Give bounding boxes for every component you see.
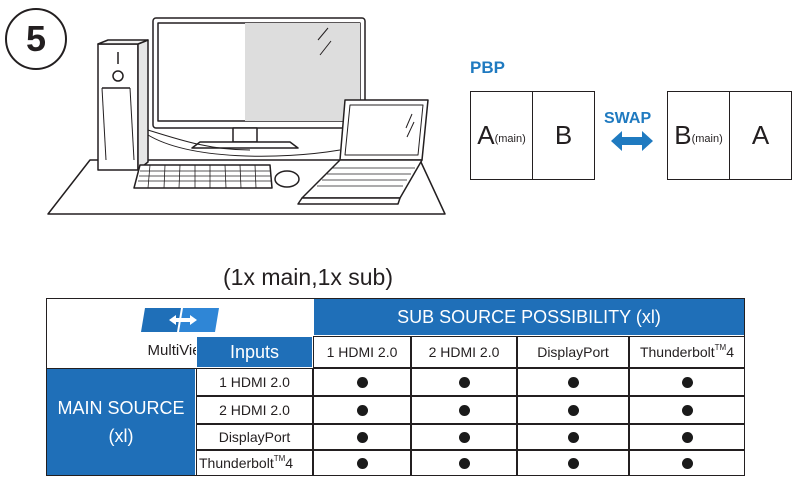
pbp-after-left-label: B [674,120,692,150]
compatibility-cell [629,396,745,424]
column-header-label-text: 2 HDMI 2.0 [428,344,500,360]
inputs-header: Inputs [196,336,313,368]
supported-dot-icon [681,457,693,469]
supported-dot-icon [356,457,368,469]
laptop-illustration [297,99,429,205]
inputs-header-text: Inputs [229,341,280,362]
main-source-title: MAIN SOURCE [57,398,185,418]
pbp-before-main-tag: (main) [494,132,526,145]
compatibility-cell [411,424,517,450]
keyboard-illustration [133,164,273,189]
supported-dot-icon [458,404,470,416]
supported-dot-icon [567,431,579,443]
column-header-label-trademark: TM [714,342,727,352]
supported-dot-icon [681,404,693,416]
desk-setup-illustration [47,17,446,215]
sub-source-header: SUB SOURCE POSSIBILITY (xl) [313,298,745,336]
compatibility-cell [313,396,411,424]
column-header: DisplayPort [517,336,629,368]
pbp-before-right-label: B [554,120,573,150]
row-header: 1 HDMI 2.0 [196,368,313,396]
compatibility-cell [313,450,411,476]
mouse-illustration [274,170,300,188]
supported-dot-icon [458,376,470,388]
supported-dot-icon [681,431,693,443]
sub-source-header-text: SUB SOURCE POSSIBILITY (xl) [397,306,661,327]
supported-dot-icon [681,376,693,388]
supported-dot-icon [567,376,579,388]
multiview-compatibility-table: MultiView SUB SOURCE POSSIBILITY (xl) Inp… [46,298,745,476]
logo-cell-divider [46,368,196,369]
column-header: 1 HDMI 2.0 [313,336,411,368]
row-header-label-text: 1 HDMI 2.0 [219,374,290,390]
pbp-screen-after: B(main) A [667,91,792,180]
supported-dot-icon [458,457,470,469]
compatibility-cell [629,450,745,476]
supported-dot-icon [458,431,470,443]
pbp-before-right-pane: B [532,92,594,179]
main-source-unit: (xl) [108,426,134,446]
column-header-label-text: Thunderbolt [639,344,715,360]
swap-arrow-icon [611,131,653,151]
pbp-before-left-label: A [477,120,495,150]
compatibility-cell [517,368,629,396]
compatibility-cell [517,450,629,476]
column-header-label-text: 1 HDMI 2.0 [326,344,398,360]
row-header-label-text: 2 HDMI 2.0 [219,402,290,418]
column-header-label-text: DisplayPort [537,344,609,360]
compatibility-cell [629,368,745,396]
compatibility-cell [313,424,411,450]
multiview-logo-cell: MultiView [46,298,313,368]
monitor-illustration [152,17,366,149]
pbp-after-right-pane: A [729,92,791,179]
supported-dot-icon [567,404,579,416]
multiview-logo-text: MultiView [147,341,212,359]
pbp-title: PBP [470,58,505,77]
column-header-label-suffix: 4 [726,344,735,360]
compatibility-cell [313,368,411,396]
row-header: DisplayPort [196,424,313,450]
supported-dot-icon [567,457,579,469]
row-header-label-text: DisplayPort [218,429,291,445]
compatibility-cell [411,396,517,424]
row-header-label-trademark: TM [273,453,286,463]
pbp-after-left-pane: B(main) [668,92,729,179]
supported-dot-icon [356,431,368,443]
compatibility-cell [411,450,517,476]
compatibility-cell [517,396,629,424]
compatibility-cell [517,424,629,450]
multiview-logo-icon [140,307,219,332]
row-header-label-text: Thunderbolt [199,455,274,471]
row-header-label-suffix: 4 [285,455,294,471]
supported-dot-icon [356,404,368,416]
pbp-screen-before: A(main) B [470,91,595,180]
configuration-subtitle: (1x main,1x sub) [223,264,394,290]
compatibility-cell [411,368,517,396]
pbp-before-left-pane: A(main) [471,92,532,179]
column-header: 2 HDMI 2.0 [411,336,517,368]
supported-dot-icon [356,376,368,388]
compatibility-cell [629,424,745,450]
step-number-badge: 5 [5,8,67,70]
row-header: 2 HDMI 2.0 [196,396,313,424]
main-source-header: MAIN SOURCE (xl) [46,368,196,476]
pbp-after-right-label: A [751,120,770,150]
swap-label: SWAP [604,110,652,127]
pbp-after-main-tag: (main) [691,132,723,145]
